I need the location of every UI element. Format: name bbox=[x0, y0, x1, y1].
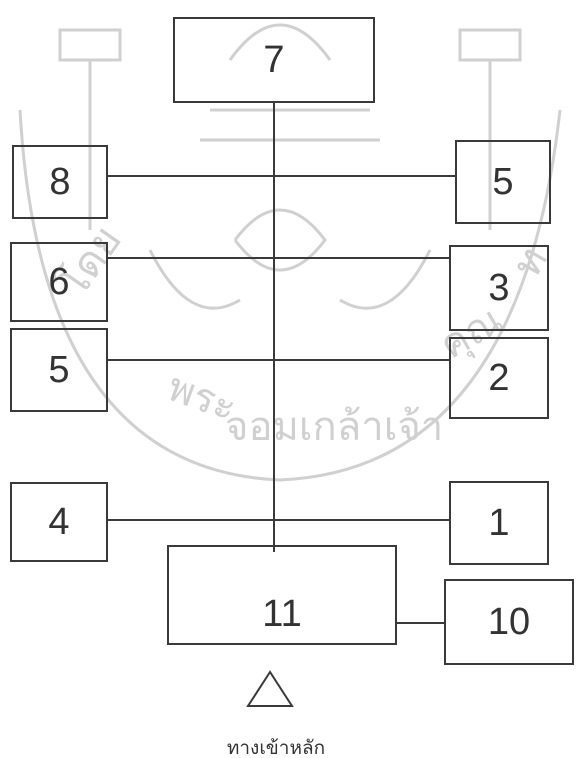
box-right-3: 2 bbox=[449, 337, 549, 419]
entrance-triangle-icon bbox=[248, 672, 292, 706]
box-left-4: 4 bbox=[10, 482, 108, 562]
box-right-1: 5 bbox=[455, 140, 551, 224]
box-left-2: 6 bbox=[10, 242, 108, 322]
main-entrance-label: ทางเข้าหลัก bbox=[0, 733, 552, 758]
box-top: 7 bbox=[173, 17, 375, 103]
box-left-1: 8 bbox=[12, 145, 108, 219]
box-right-2: 3 bbox=[449, 245, 549, 331]
box-side-room: 10 bbox=[444, 579, 574, 665]
box-left-3: 5 bbox=[10, 328, 108, 412]
box-right-4: 1 bbox=[449, 481, 549, 565]
box-entrance-hall: 11 bbox=[167, 545, 397, 645]
